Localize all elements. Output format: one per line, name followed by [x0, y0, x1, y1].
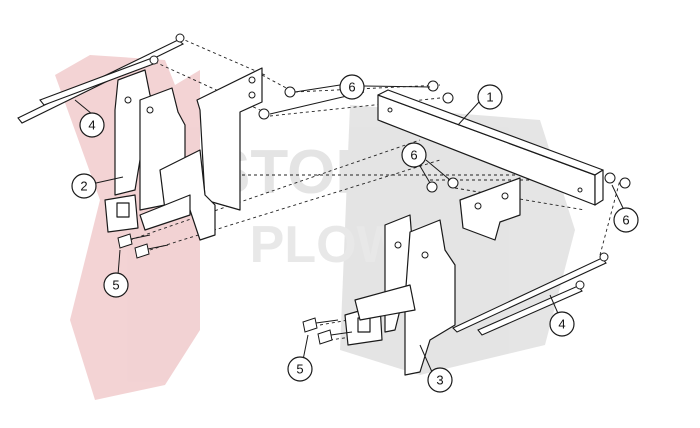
nut-icon	[442, 92, 454, 104]
crossbar	[377, 89, 604, 206]
leader-lines	[74, 84, 624, 373]
nut-icon	[284, 86, 296, 98]
callout-1: 1	[477, 84, 503, 110]
rods-right	[452, 252, 609, 336]
nut-icon	[447, 177, 459, 189]
callout-5-right: 5	[287, 356, 313, 382]
watermark-line1: STORK'S	[209, 138, 481, 207]
callout-1-label: 1	[486, 90, 493, 105]
bolt-icon	[134, 243, 150, 259]
callout-3: 3	[427, 367, 453, 393]
callout-6-right: 6	[613, 207, 639, 233]
nuts-right	[604, 172, 631, 189]
nut-icon	[427, 80, 439, 92]
callout-6-middle: 6	[401, 142, 427, 168]
nut-icon	[426, 181, 438, 193]
callout-5-left-label: 5	[112, 278, 119, 293]
bolt-icon	[317, 329, 333, 345]
callout-4-right-label: 4	[558, 317, 565, 332]
nuts-top	[258, 80, 454, 120]
nuts-middle	[426, 177, 459, 193]
callout-5-left: 5	[103, 272, 129, 298]
right-mount-bracket	[344, 177, 521, 376]
callout-6-middle-label: 6	[410, 148, 417, 163]
bolts-right	[302, 317, 353, 345]
callout-6-right-label: 6	[622, 213, 629, 228]
nut-icon	[604, 172, 616, 184]
bolt-icon	[117, 233, 133, 249]
callout-6-top-label: 6	[348, 80, 355, 95]
bolts-left	[117, 233, 169, 259]
nut-icon	[258, 108, 270, 120]
callout-6-top: 6	[339, 74, 365, 100]
callout-4-left: 4	[79, 112, 105, 138]
callout-2: 2	[71, 173, 97, 199]
callout-3-label: 3	[436, 373, 443, 388]
callout-4-left-label: 4	[88, 118, 95, 133]
left-mount-bracket	[104, 67, 263, 241]
bolt-icon	[302, 317, 318, 333]
rods-left	[17, 33, 185, 124]
callout-5-right-label: 5	[296, 362, 303, 377]
nut-icon	[619, 177, 631, 189]
callout-2-label: 2	[80, 179, 87, 194]
callout-4-right: 4	[549, 311, 575, 337]
